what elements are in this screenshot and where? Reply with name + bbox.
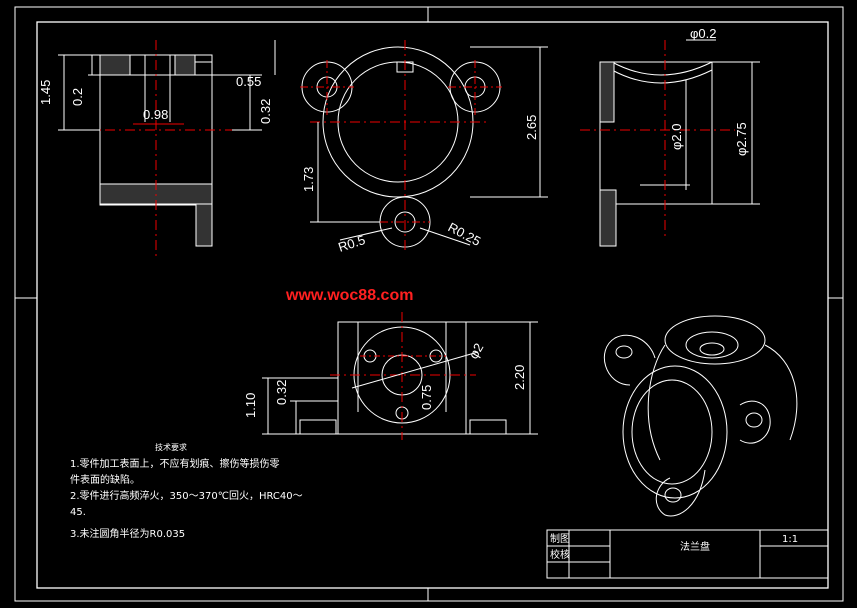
- dim-2-20: 2.20: [512, 365, 527, 390]
- isometric-view: [603, 315, 798, 517]
- dim-1-10: 1.10: [243, 393, 258, 418]
- note-line: 1.零件加工表面上，不应有划痕、擦伤等损伤零: [70, 459, 280, 470]
- note-line: 3.未注圆角半径为R0.035: [70, 529, 186, 540]
- title-block-check-label: 校核: [550, 548, 570, 561]
- note-line: 45.: [70, 507, 86, 518]
- dim-2-65: 2.65: [524, 115, 539, 140]
- dim-0-32-bottom: 0.32: [274, 380, 289, 405]
- title-block: [546, 529, 829, 579]
- dim-phi2: φ2: [466, 340, 487, 361]
- dim-phi2-75: φ2.75: [734, 122, 749, 156]
- side-view: [580, 39, 760, 247]
- outer-border: [14, 6, 844, 602]
- dim-r0-25: R0.25: [446, 219, 484, 249]
- dim-phi2-0: φ2.0: [669, 123, 684, 150]
- title-block-part-name: 法兰盘: [680, 540, 710, 553]
- dim-1-45: 1.45: [38, 80, 53, 105]
- centering-marks: [15, 7, 843, 601]
- inner-border: [36, 21, 829, 589]
- notes-heading: 技术要求: [155, 443, 187, 452]
- dim-0-2: 0.2: [70, 88, 85, 106]
- dim-0-32-left: 0.32: [258, 99, 273, 124]
- top-view: [300, 40, 548, 250]
- title-block-drawn-label: 制图: [550, 532, 570, 545]
- watermark-url: www.woc88.com: [286, 287, 414, 304]
- dim-phi0-2: φ0.2: [690, 26, 717, 41]
- title-block-scale: 1:1: [782, 534, 798, 545]
- dim-r0-5: R0.5: [336, 232, 367, 255]
- note-line: 件表面的缺陷。: [70, 475, 140, 486]
- dim-0-75: 0.75: [419, 385, 434, 410]
- front-section-view: [58, 40, 276, 258]
- dim-0-55: 0.55: [236, 74, 261, 89]
- dim-1-73: 1.73: [301, 167, 316, 192]
- technical-notes: 1.零件加工表面上，不应有划痕、擦伤等损伤零 件表面的缺陷。 2.零件进行高频淬…: [70, 457, 303, 543]
- dim-0-98: 0.98: [143, 107, 168, 122]
- bottom-view: [262, 312, 538, 440]
- note-line: 2.零件进行高频淬火，350～370℃回火，HRC40～: [70, 491, 303, 502]
